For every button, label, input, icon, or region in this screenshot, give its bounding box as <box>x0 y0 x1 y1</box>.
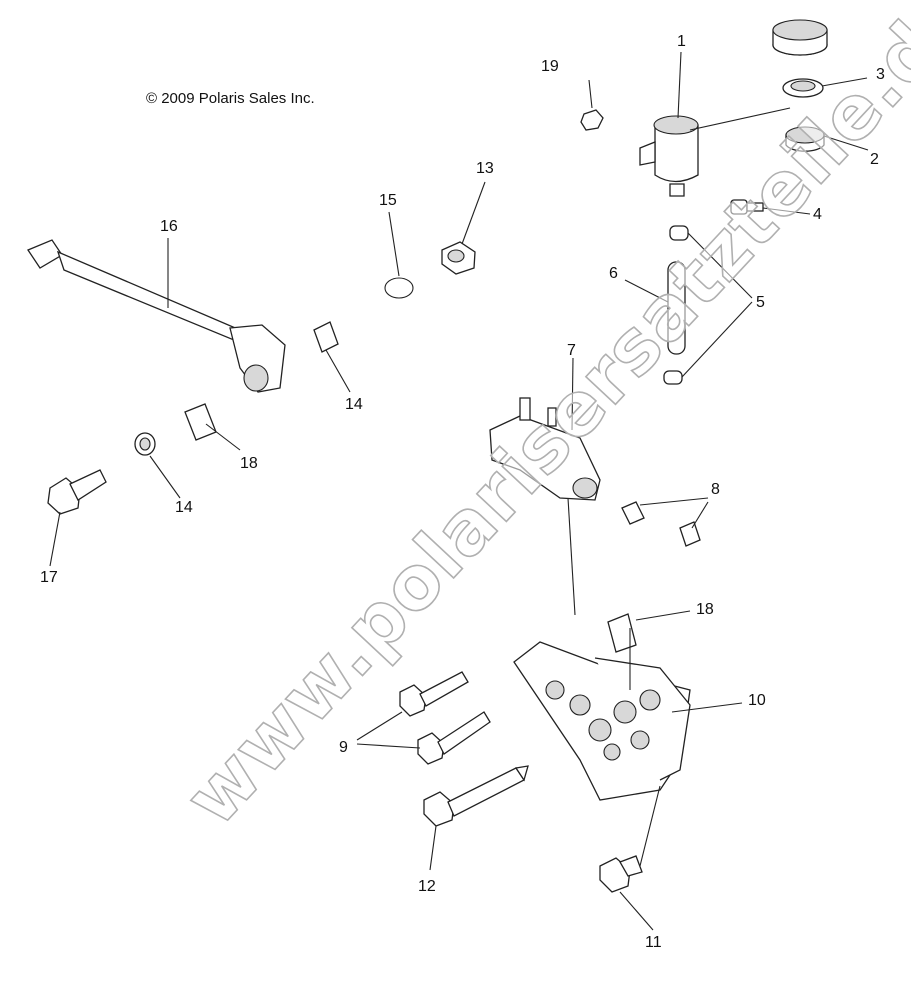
fluid-reservoir <box>639 115 699 197</box>
callout-7: 7 <box>567 342 576 359</box>
callout-18-right: 18 <box>696 601 714 618</box>
callout-18-left: 18 <box>240 455 258 472</box>
callout-14-upper: 14 <box>345 396 363 413</box>
nut-19 <box>580 109 604 131</box>
callout-3: 3 <box>876 66 885 83</box>
bushings-8 <box>621 501 701 547</box>
callout-10: 10 <box>748 692 766 709</box>
bolt-17 <box>47 469 107 515</box>
spacer-18-right <box>607 613 637 653</box>
retaining-clip <box>384 277 414 299</box>
callout-19: 19 <box>541 58 559 75</box>
callout-6: 6 <box>609 265 618 282</box>
master-cylinder <box>489 397 601 501</box>
screw-4 <box>730 199 764 215</box>
reservoir-cap <box>772 19 828 56</box>
bolt-11 <box>599 855 643 893</box>
callout-15: 15 <box>379 192 397 209</box>
diaphragm <box>782 78 824 98</box>
copyright-notice: © 2009 Polaris Sales Inc. <box>146 90 315 107</box>
callout-17: 17 <box>40 569 58 586</box>
callout-13: 13 <box>476 160 494 177</box>
callout-2: 2 <box>870 151 879 168</box>
callout-1: 1 <box>677 33 686 50</box>
callout-16: 16 <box>160 218 178 235</box>
bushing-14-upper <box>313 321 339 353</box>
callout-12: 12 <box>418 878 436 895</box>
callout-9: 9 <box>339 739 348 756</box>
reservoir-hose <box>667 261 686 355</box>
callout-8: 8 <box>711 481 720 498</box>
nut-13 <box>441 241 476 275</box>
bushing-14-lower <box>134 432 156 456</box>
bolts-9 <box>399 671 491 765</box>
callout-14-lower: 14 <box>175 499 193 516</box>
callout-4: 4 <box>813 206 822 223</box>
spacer-18-left <box>184 403 217 441</box>
hose-clamps <box>663 225 689 385</box>
reservoir-seal <box>785 126 825 152</box>
brake-rod <box>27 239 286 393</box>
bolt-12 <box>423 765 529 827</box>
callout-11: 11 <box>645 934 662 951</box>
pedal-bracket <box>513 641 691 801</box>
leader-lines <box>49 51 869 931</box>
callout-5: 5 <box>756 294 765 311</box>
